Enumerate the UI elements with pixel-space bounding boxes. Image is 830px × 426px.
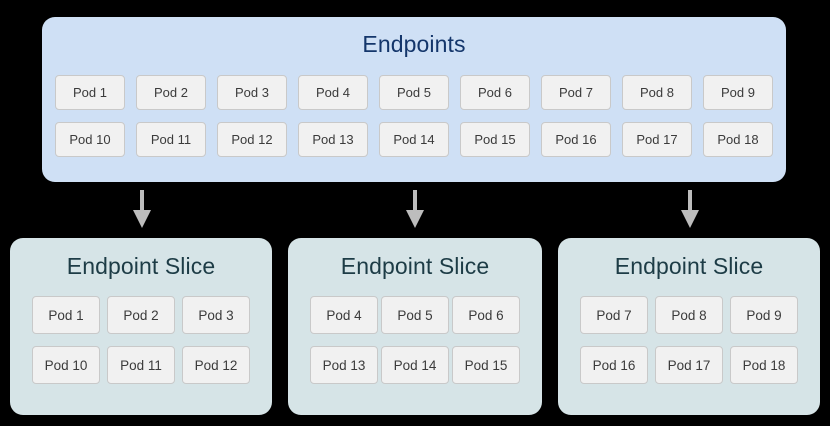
slice-pod-grid: Pod 1 Pod 2 Pod 3 Pod 10 Pod 11 Pod 12: [32, 296, 250, 384]
pod-chip[interactable]: Pod 16: [580, 346, 648, 384]
slice-pod-row: Pod 16 Pod 17 Pod 18: [580, 346, 798, 384]
pod-chip[interactable]: Pod 6: [460, 75, 530, 110]
pod-chip[interactable]: Pod 16: [541, 122, 611, 157]
pod-chip[interactable]: Pod 18: [703, 122, 773, 157]
pod-chip[interactable]: Pod 11: [136, 122, 206, 157]
endpoint-slice-panel-3: Endpoint Slice Pod 7 Pod 8 Pod 9 Pod 16 …: [558, 238, 820, 415]
arrow-shaft: [688, 190, 692, 214]
pod-chip[interactable]: Pod 13: [310, 346, 378, 384]
endpoints-panel: Endpoints Pod 1 Pod 2 Pod 3 Pod 4 Pod 5 …: [42, 17, 786, 182]
endpoint-slice-title: Endpoint Slice: [340, 253, 490, 279]
pod-chip[interactable]: Pod 13: [298, 122, 368, 157]
pod-chip[interactable]: Pod 10: [55, 122, 125, 157]
endpoint-slice-title: Endpoint Slice: [66, 253, 216, 279]
pod-chip[interactable]: Pod 9: [730, 296, 798, 334]
pod-chip[interactable]: Pod 14: [379, 122, 449, 157]
pod-chip[interactable]: Pod 12: [217, 122, 287, 157]
pod-chip[interactable]: Pod 5: [381, 296, 449, 334]
pod-chip[interactable]: Pod 8: [622, 75, 692, 110]
slice-pod-grid: Pod 4 Pod 5 Pod 6 Pod 13 Pod 14 Pod 15: [310, 296, 520, 384]
pod-chip[interactable]: Pod 2: [136, 75, 206, 110]
pod-chip[interactable]: Pod 15: [460, 122, 530, 157]
endpoint-slice-panel-2: Endpoint Slice Pod 4 Pod 5 Pod 6 Pod 13 …: [288, 238, 542, 415]
endpoint-slice-panel-1: Endpoint Slice Pod 1 Pod 2 Pod 3 Pod 10 …: [10, 238, 272, 415]
pod-chip[interactable]: Pod 3: [182, 296, 250, 334]
pod-chip[interactable]: Pod 1: [32, 296, 100, 334]
slice-pod-row: Pod 10 Pod 11 Pod 12: [32, 346, 250, 384]
pod-chip[interactable]: Pod 7: [541, 75, 611, 110]
arrow-shaft: [413, 190, 417, 214]
pod-chip[interactable]: Pod 1: [55, 75, 125, 110]
endpoints-title: Endpoints: [362, 31, 466, 57]
arrow-shaft: [140, 190, 144, 214]
slice-pod-row: Pod 4 Pod 5 Pod 6: [310, 296, 520, 334]
endpoints-pod-grid: Pod 1 Pod 2 Pod 3 Pod 4 Pod 5 Pod 6 Pod …: [55, 75, 773, 157]
pod-chip[interactable]: Pod 11: [107, 346, 175, 384]
pod-chip[interactable]: Pod 5: [379, 75, 449, 110]
pod-chip[interactable]: Pod 7: [580, 296, 648, 334]
pod-chip[interactable]: Pod 10: [32, 346, 100, 384]
pod-chip[interactable]: Pod 9: [703, 75, 773, 110]
endpoint-slice-title: Endpoint Slice: [614, 253, 764, 279]
arrow-down-icon: [404, 190, 426, 228]
pod-chip[interactable]: Pod 14: [381, 346, 449, 384]
endpoints-pod-row: Pod 1 Pod 2 Pod 3 Pod 4 Pod 5 Pod 6 Pod …: [55, 75, 773, 110]
pod-chip[interactable]: Pod 4: [310, 296, 378, 334]
pod-chip[interactable]: Pod 2: [107, 296, 175, 334]
pod-chip[interactable]: Pod 3: [217, 75, 287, 110]
arrow-head: [133, 210, 151, 228]
slice-pod-row: Pod 1 Pod 2 Pod 3: [32, 296, 250, 334]
arrow-down-icon: [679, 190, 701, 228]
pod-chip[interactable]: Pod 18: [730, 346, 798, 384]
pod-chip[interactable]: Pod 12: [182, 346, 250, 384]
pod-chip[interactable]: Pod 6: [452, 296, 520, 334]
slice-pod-row: Pod 13 Pod 14 Pod 15: [310, 346, 520, 384]
pod-chip[interactable]: Pod 17: [655, 346, 723, 384]
endpoints-pod-row: Pod 10 Pod 11 Pod 12 Pod 13 Pod 14 Pod 1…: [55, 122, 773, 157]
slice-pod-grid: Pod 7 Pod 8 Pod 9 Pod 16 Pod 17 Pod 18: [580, 296, 798, 384]
pod-chip[interactable]: Pod 15: [452, 346, 520, 384]
arrow-head: [406, 210, 424, 228]
arrow-down-icon: [131, 190, 153, 228]
pod-chip[interactable]: Pod 8: [655, 296, 723, 334]
pod-chip[interactable]: Pod 4: [298, 75, 368, 110]
pod-chip[interactable]: Pod 17: [622, 122, 692, 157]
arrow-head: [681, 210, 699, 228]
slice-pod-row: Pod 7 Pod 8 Pod 9: [580, 296, 798, 334]
